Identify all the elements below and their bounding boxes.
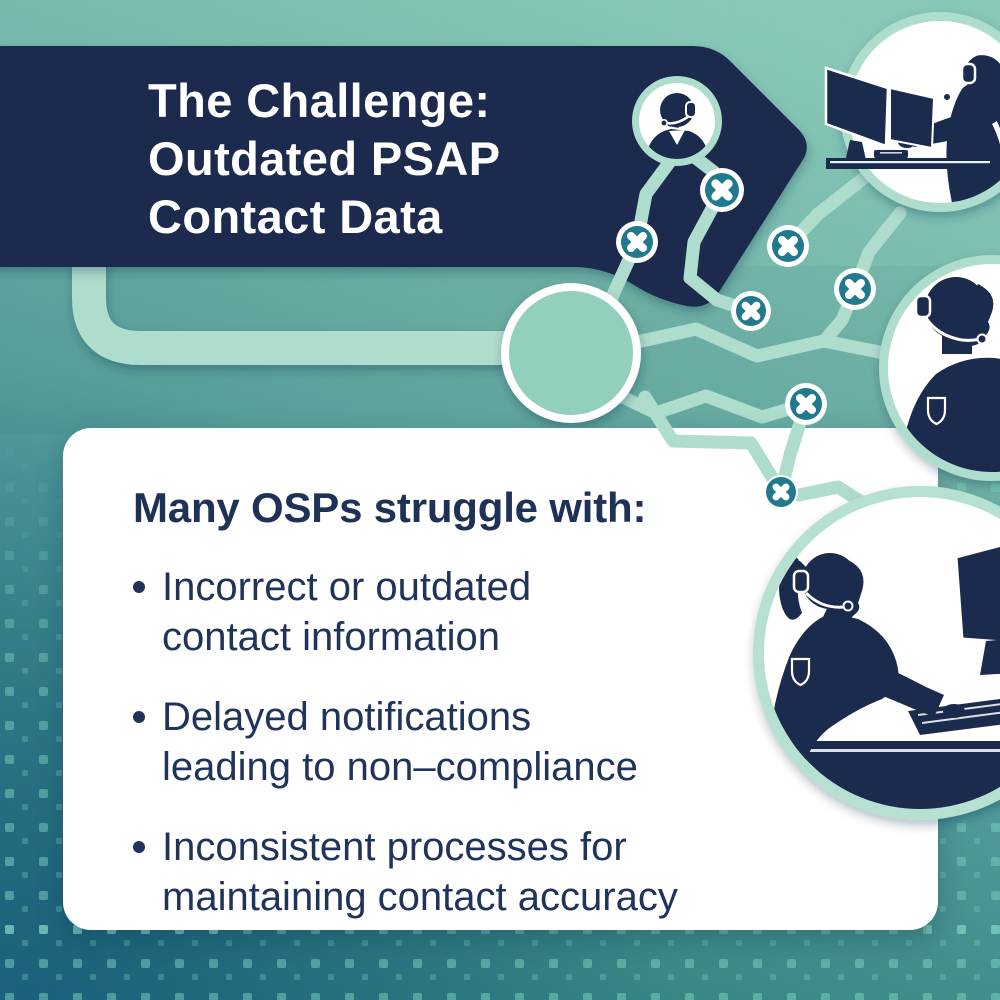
challenge-card: Many OSPs struggle with: Incorrect or ou… bbox=[63, 428, 938, 930]
list-item-line: Delayed notifications bbox=[162, 695, 532, 739]
central-node-circle bbox=[501, 283, 641, 423]
banner-title-line: Outdated PSAP bbox=[148, 132, 501, 185]
banner-title-line: Contact Data bbox=[148, 190, 443, 243]
list-item-text: Incorrect or outdated contact informatio… bbox=[162, 562, 531, 662]
dispatcher-avatar-icon bbox=[632, 76, 722, 166]
illustration-dispatcher-at-monitors bbox=[824, 12, 1000, 212]
challenge-list: Incorrect or outdated contact informatio… bbox=[133, 562, 908, 922]
list-item-text: Delayed notifications leading to non–com… bbox=[162, 692, 638, 792]
error-icon bbox=[767, 225, 809, 267]
banner-title: The Challenge: Outdated PSAP Contact Dat… bbox=[148, 72, 501, 246]
list-item-text: Inconsistent processes for maintaining c… bbox=[162, 822, 678, 922]
bullet-dot-icon bbox=[133, 711, 145, 723]
swoosh-connector bbox=[72, 256, 520, 365]
list-item-line: leading to non–compliance bbox=[162, 745, 638, 789]
list-item-line: contact information bbox=[162, 615, 500, 659]
list-item: Delayed notifications leading to non–com… bbox=[133, 692, 908, 792]
error-icon bbox=[616, 221, 658, 263]
list-item-line: maintaining contact accuracy bbox=[162, 875, 678, 919]
error-icon bbox=[731, 291, 771, 331]
banner-title-line: The Challenge: bbox=[148, 74, 491, 127]
list-item-line: Incorrect or outdated bbox=[162, 565, 532, 609]
bullet-dot-icon bbox=[133, 841, 145, 853]
error-icon bbox=[700, 168, 744, 212]
card-heading: Many OSPs struggle with: bbox=[133, 484, 647, 531]
list-item: Incorrect or outdated contact informatio… bbox=[133, 562, 908, 662]
error-icon bbox=[834, 268, 876, 310]
error-icons bbox=[616, 168, 876, 331]
banner-shape bbox=[0, 46, 807, 307]
bullet-dot-icon bbox=[133, 581, 145, 593]
list-item: Inconsistent processes for maintaining c… bbox=[133, 822, 908, 922]
list-item-line: Inconsistent processes for bbox=[162, 825, 627, 869]
